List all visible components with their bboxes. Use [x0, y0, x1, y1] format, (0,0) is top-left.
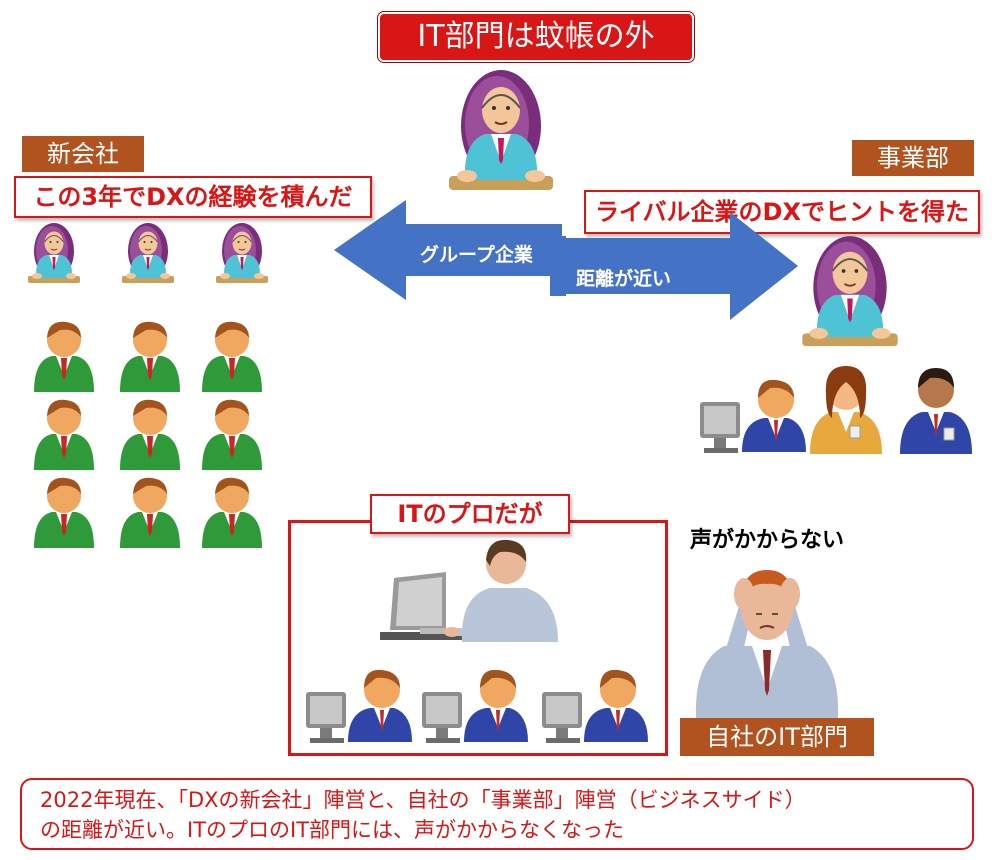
staff-member	[202, 478, 262, 548]
staff-member	[202, 400, 262, 470]
page-title: IT部門は蚊帳の外	[378, 12, 694, 62]
business-dept-executive	[780, 238, 920, 348]
staff-pc-worker	[700, 380, 806, 453]
summary-line-2: の距離が近い。ITのプロのIT部門には、声がかからなくなった	[40, 815, 954, 845]
staff-man	[900, 368, 972, 454]
despairing-it-person	[692, 550, 842, 720]
group-company-arrow	[334, 200, 798, 332]
new-company-executive-1	[18, 224, 90, 284]
new-company-staff-grid	[20, 312, 280, 562]
distance-label: 距離が近い	[576, 264, 671, 291]
new-company-executive-2	[112, 224, 184, 284]
staff-member	[120, 478, 180, 548]
it-staff-3	[542, 670, 648, 743]
staff-member	[202, 322, 262, 392]
group-company-label: グループ企業	[420, 240, 533, 267]
it-pro-label: ITのプロだが	[370, 494, 570, 534]
it-staff-2	[422, 670, 528, 743]
own-it-dept-label: 自社のIT部門	[680, 718, 874, 756]
business-dept-staff	[700, 352, 1000, 462]
new-company-claim: この3年でDXの経験を積んだ	[14, 176, 372, 218]
staff-woman	[810, 366, 882, 454]
summary-box: 2022年現在、「DXの新会社」陣営と、自社の「事業部」陣営（ビジネスサイド） …	[20, 778, 974, 850]
central-executive-figure	[436, 72, 566, 192]
business-dept-label: 事業部	[852, 140, 974, 176]
it-pro-figure	[380, 532, 564, 646]
staff-member	[34, 400, 94, 470]
staff-member	[120, 322, 180, 392]
it-pro-subordinates	[300, 650, 668, 750]
new-company-label: 新会社	[22, 136, 144, 172]
staff-member	[120, 400, 180, 470]
it-staff-1	[306, 670, 412, 743]
staff-member	[34, 478, 94, 548]
summary-line-1: 2022年現在、「DXの新会社」陣営と、自社の「事業部」陣営（ビジネスサイド）	[40, 785, 954, 815]
new-company-executive-3	[206, 224, 278, 284]
staff-member	[34, 322, 94, 392]
